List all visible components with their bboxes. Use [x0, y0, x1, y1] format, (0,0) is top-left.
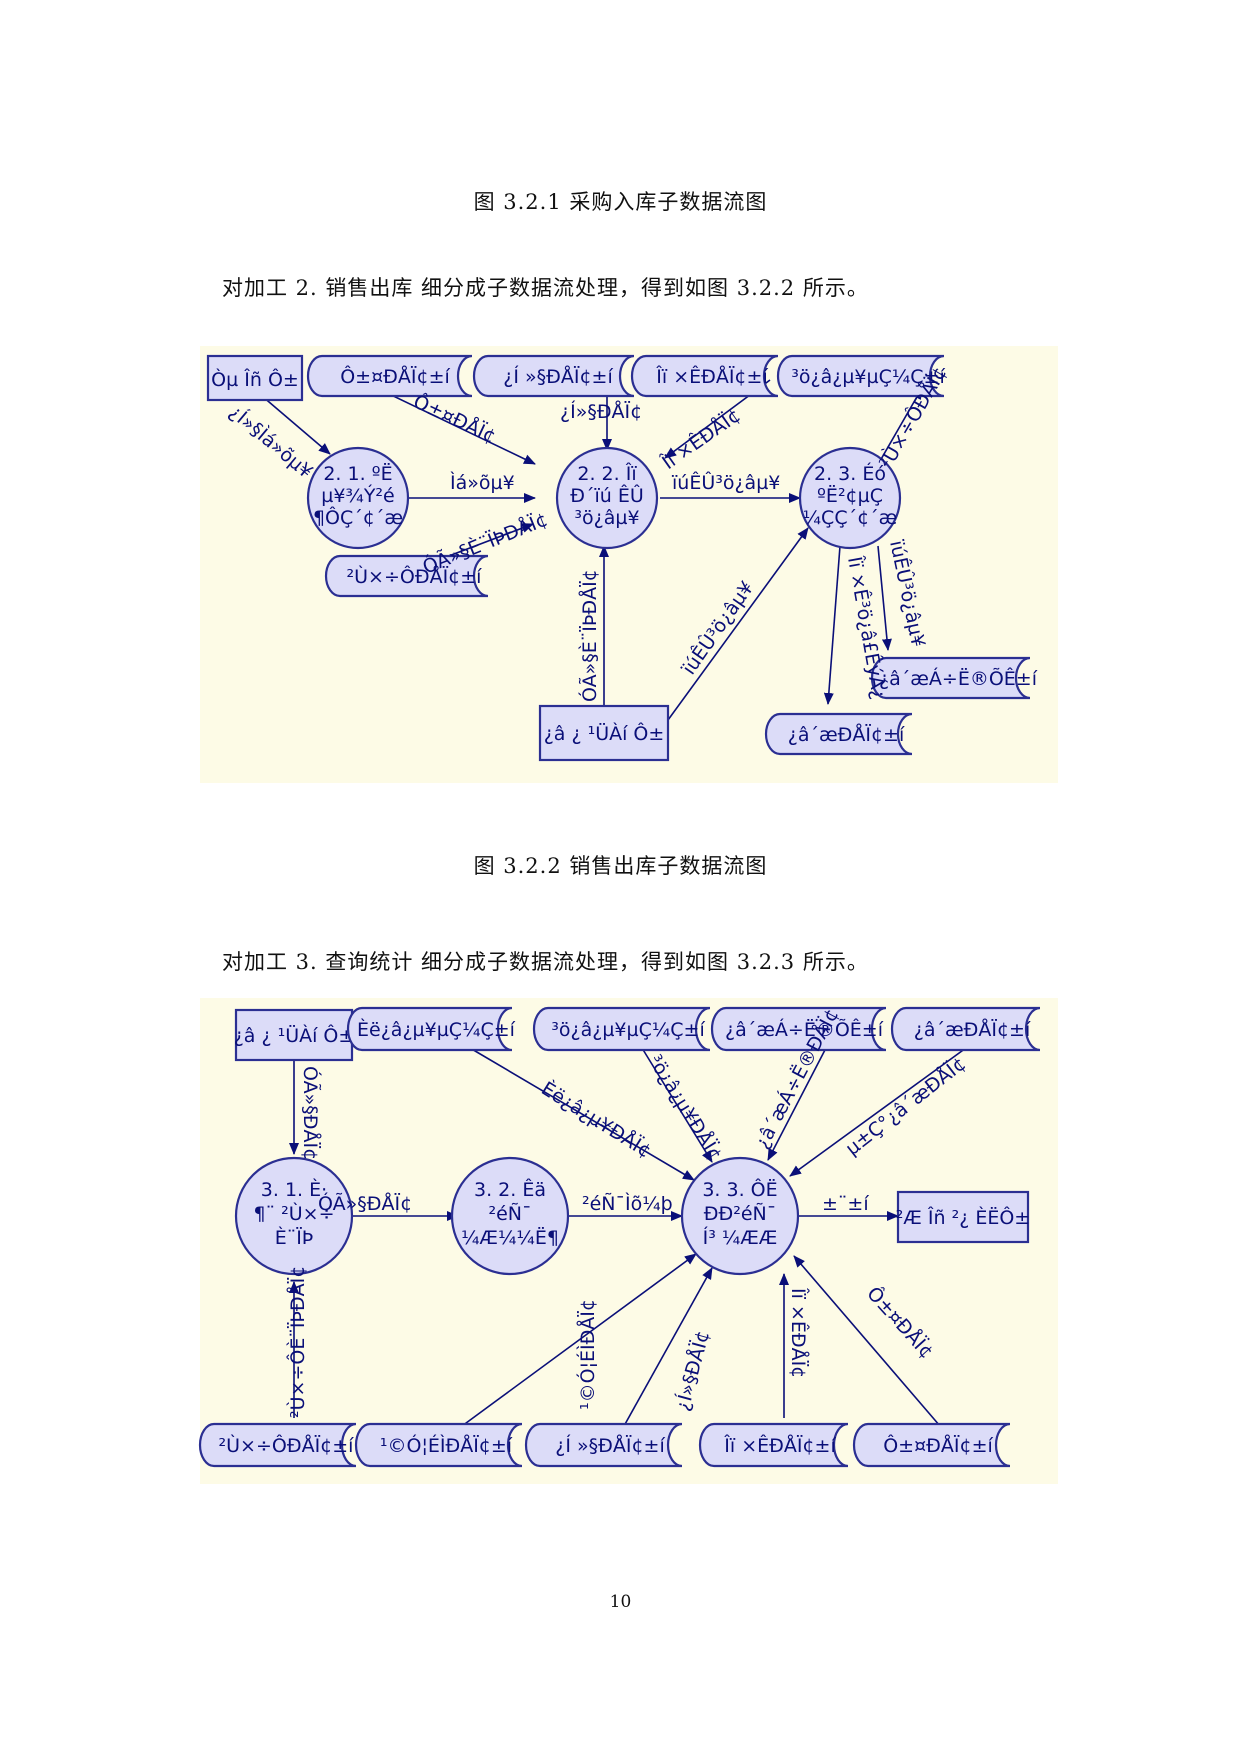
svg-text:ÓÃ»§ÐÅÏ¢: ÓÃ»§ÐÅÏ¢	[318, 1191, 412, 1215]
datastore-material-info: Îï ×ÊÐÅÏ¢±í	[698, 1422, 849, 1468]
datastore-staff-info: Ô±¤ÐÅÏ¢±í	[852, 1422, 1011, 1468]
dfd-diagram-3: ¿â ¿ ¹ÜÀí Ô± ²Æ Îñ ²¿ ÈËÔ± Èë¿â¿µ¥µÇ¼Ç±í…	[198, 1004, 1041, 1468]
svg-text:Ô±¤ÐÅÏ¢±í: Ô±¤ÐÅÏ¢±í	[340, 364, 450, 388]
svg-text:¶¨ ²Ù×÷: ¶¨ ²Ù×÷	[254, 1201, 335, 1225]
process-2-2: 2. 2. Îï Ð´ïú ÊÛ ³ö¿âµ¥	[555, 446, 659, 550]
svg-text:Ô±¤ÐÅÏ¢±í: Ô±¤ÐÅÏ¢±í	[883, 1433, 993, 1457]
datastore-staff-info: Ô±¤ÐÅÏ¢±í	[306, 354, 473, 398]
svg-text:Îï ×ÊÐÅÏ¢: Îï ×ÊÐÅÏ¢	[657, 403, 745, 474]
external-entity-finance-staff: ²Æ Îñ ²¿ ÈËÔ±	[896, 1190, 1030, 1244]
svg-text:¿â´æÐÅÏ¢±í: ¿â´æÐÅÏ¢±í	[914, 1018, 1031, 1041]
svg-text:ïúÊÛ³ö¿âµ¥: ïúÊÛ³ö¿âµ¥	[671, 470, 780, 494]
svg-text:Îï ×ÊÐÅÏ¢±í: Îï ×ÊÐÅÏ¢±í	[723, 1434, 836, 1457]
svg-text:Í³ ¼ÆÆ: Í³ ¼ÆÆ	[703, 1226, 778, 1249]
figure-caption-3-2-2: 图 3.2.2 销售出库子数据流图	[473, 854, 768, 878]
svg-text:Ð´ïú ÊÛ: Ð´ïú ÊÛ	[570, 483, 644, 507]
process-3-1: 3. 1. È· ¶¨ ²Ù×÷ È¨ÏÞ	[234, 1156, 354, 1276]
process-2-1: 2. 1. ºË µ¥¾Ý²é ¶ÔÇ´¢´æ	[306, 446, 410, 550]
svg-text:ÓÃ»§ÐÅÏ¢: ÓÃ»§ÐÅÏ¢	[299, 1066, 323, 1160]
svg-text:²Æ Îñ ²¿ ÈËÔ±: ²Æ Îñ ²¿ ÈËÔ±	[896, 1205, 1030, 1229]
svg-text:¿â´æÐÅÏ¢±í: ¿â´æÐÅÏ¢±í	[788, 723, 905, 746]
process-3-2: 3. 2. Êä ²éÑ¯ ¼Æ¼¼Ë¶	[450, 1156, 570, 1276]
svg-text:¿Í »§ÐÅÏ¢±í: ¿Í »§ÐÅÏ¢±í	[503, 365, 613, 388]
svg-text:Èë¿â¿µ¥ÐÅÏ¢: Èë¿â¿µ¥ÐÅÏ¢	[537, 1077, 655, 1163]
datastore-stock-info: ¿â´æÐÅÏ¢±í	[764, 712, 913, 756]
svg-text:È¨ÏÞ: È¨ÏÞ	[275, 1226, 314, 1249]
svg-text:ÓÃ»§È¨ÏÞÐÅÏ¢: ÓÃ»§È¨ÏÞÐÅÏ¢	[419, 507, 551, 579]
datastore-customer-info: ¿Í »§ÐÅÏ¢±í	[524, 1422, 683, 1468]
svg-text:³ö¿âµ¥: ³ö¿âµ¥	[574, 507, 639, 529]
page-number: 10	[609, 1592, 632, 1612]
svg-text:³ö¿â¿µ¥ÐÅÏ¢: ³ö¿â¿µ¥ÐÅÏ¢	[644, 1050, 727, 1165]
figure-query-statistics-dfd: ¿â ¿ ¹ÜÀí Ô± ²Æ Îñ ²¿ ÈËÔ± Èë¿â¿µ¥µÇ¼Ç±í…	[198, 998, 1058, 1484]
svg-text:2. 2. Îï: 2. 2. Îï	[577, 462, 637, 485]
svg-text:Òµ Îñ Ô±: Òµ Îñ Ô±	[211, 367, 299, 391]
svg-text:3. 1. È·: 3. 1. È·	[261, 1178, 327, 1201]
svg-text:±¨±í: ±¨±í	[822, 1193, 869, 1215]
svg-text:²éÑ¯Ìõ¼þ: ²éÑ¯Ìõ¼þ	[582, 1192, 673, 1215]
svg-text:¼Æ¼¼Ë¶: ¼Æ¼¼Ë¶	[461, 1226, 559, 1249]
svg-text:¿Í»§Ìá»õµ¥: ¿Í»§Ìá»õµ¥	[225, 400, 318, 483]
svg-text:2. 1. ºË: 2. 1. ºË	[323, 462, 392, 485]
external-entity-warehouse-admin: ¿â ¿ ¹ÜÀí Ô±	[234, 1008, 355, 1062]
svg-text:2. 3. Éó: 2. 3. Éó	[814, 462, 886, 485]
svg-text:¿â´æÁ÷Ë®ÕÊ±í: ¿â´æÁ÷Ë®ÕÊ±í	[725, 1018, 884, 1041]
svg-text:²Ù×÷ÔÈ¨ÏÞÐÅÏ¢: ²Ù×÷ÔÈ¨ÏÞÐÅÏ¢	[285, 1266, 309, 1418]
datastore-stock-ledger: ¿â´æÁ÷Ë®ÕÊ±í	[870, 656, 1038, 700]
dfd-diagram-2: Òµ Îñ Ô± ¿â ¿ ¹ÜÀí Ô± Ô±¤ÐÅÏ¢±í ¿Í »§ÐÅÏ…	[206, 354, 1038, 762]
svg-text:²Ù×÷ÔÐÅÏ¢±í: ²Ù×÷ÔÐÅÏ¢±í	[347, 564, 483, 588]
svg-text:¿Í »§ÐÅÏ¢±í: ¿Í »§ÐÅÏ¢±í	[555, 1434, 665, 1457]
datastore-inbound-register: Èë¿â¿µ¥µÇ¼Ç±í	[346, 1006, 516, 1052]
paragraph-query-statistics: 对加工 3. 查询统计 细分成子数据流处理，得到如图 3.2.3 所示。	[222, 950, 869, 974]
svg-text:¿Í»§ÐÅÏ¢: ¿Í»§ÐÅÏ¢	[671, 1328, 715, 1413]
external-entity-warehouse-admin: ¿â ¿ ¹ÜÀí Ô±	[538, 704, 670, 762]
svg-text:µ±Ç°¿â´æÐÅÏ¢: µ±Ç°¿â´æÐÅÏ¢	[841, 1052, 970, 1160]
datastore-supplier-info: ¹©Ó¦ÉÌÐÅÏ¢±í	[354, 1422, 523, 1468]
edges	[289, 1047, 967, 1427]
svg-text:Îï ×ÊÐÅÏ¢: Îï ×ÊÐÅÏ¢	[787, 1287, 810, 1378]
svg-text:Ìá»õµ¥: Ìá»õµ¥	[450, 471, 515, 494]
svg-text:¿â ¿ ¹ÜÀí Ô±: ¿â ¿ ¹ÜÀí Ô±	[544, 721, 665, 745]
datastore-outbound-register: ³ö¿â¿µ¥µÇ¼Ç±í	[532, 1006, 711, 1052]
svg-text:¿Í»§ÐÅÏ¢: ¿Í»§ÐÅÏ¢	[560, 400, 642, 423]
svg-text:Ô±¤ÐÅÏ¢: Ô±¤ÐÅÏ¢	[410, 389, 500, 448]
datastore-operator-info: ²Ù×÷ÔÐÅÏ¢±í	[198, 1422, 357, 1468]
svg-text:Îï ×ÊÐÅÏ¢±í: Îï ×ÊÐÅÏ¢±í	[655, 365, 768, 388]
datastore-material-info: Îï ×ÊÐÅÏ¢±í	[630, 354, 779, 398]
svg-text:Èë¿â¿µ¥µÇ¼Ç±í: Èë¿â¿µ¥µÇ¼Ç±í	[357, 1018, 516, 1041]
external-entity-salesperson: Òµ Îñ Ô±	[206, 354, 304, 402]
svg-text:¿â ¿ ¹ÜÀí Ô±: ¿â ¿ ¹ÜÀí Ô±	[234, 1023, 355, 1047]
process-3-3: 3. 3. ÔË ÐÐ²éÑ¯ Í³ ¼ÆÆ	[680, 1156, 800, 1276]
svg-text:ÐÐ²éÑ¯: ÐÐ²éÑ¯	[704, 1202, 776, 1225]
svg-text:ºË²¢µÇ: ºË²¢µÇ	[817, 484, 883, 507]
svg-text:µ¥¾Ý²é: µ¥¾Ý²é	[321, 484, 395, 507]
svg-text:¿â´æÁ÷Ë®ÕÊ±í: ¿â´æÁ÷Ë®ÕÊ±í	[879, 667, 1038, 690]
svg-text:³ö¿â¿µ¥µÇ¼Ç±í: ³ö¿â¿µ¥µÇ¼Ç±í	[551, 1019, 705, 1041]
svg-text:3. 3. ÔË: 3. 3. ÔË	[702, 1177, 777, 1201]
svg-text:ÓÃ»§È¨ÏÞÐÅÏ¢: ÓÃ»§È¨ÏÞÐÅÏ¢	[577, 569, 601, 702]
svg-text:¼ÇÇ´¢´æ: ¼ÇÇ´¢´æ	[803, 507, 898, 529]
svg-text:Îï ×Ê³ö¿â£ÊýÁ¿: Îï ×Ê³ö¿â£ÊýÁ¿	[843, 554, 891, 701]
figure-caption-3-2-1: 图 3.2.1 采购入库子数据流图	[473, 190, 768, 214]
datastore-operator-info: ²Ù×÷ÔÐÅÏ¢±í	[324, 554, 489, 598]
svg-text:Ô±¤ÐÅÏ¢: Ô±¤ÐÅÏ¢	[862, 1281, 939, 1363]
svg-text:¶ÔÇ´¢´æ: ¶ÔÇ´¢´æ	[313, 505, 403, 529]
paragraph-sales-outbound: 对加工 2. 销售出库 细分成子数据流处理，得到如图 3.2.2 所示。	[222, 276, 869, 300]
datastore-stock-ledger: ¿â´æÁ÷Ë®ÕÊ±í	[710, 1006, 887, 1052]
figure-sales-outbound-dfd: Òµ Îñ Ô± ¿â ¿ ¹ÜÀí Ô± Ô±¤ÐÅÏ¢±í ¿Í »§ÐÅÏ…	[200, 346, 1058, 783]
datastore-customer-info: ¿Í »§ÐÅÏ¢±í	[472, 354, 635, 398]
svg-text:²éÑ¯: ²éÑ¯	[488, 1202, 531, 1225]
svg-text:³ö¿â¿µ¥µÇ¼Ç±í: ³ö¿â¿µ¥µÇ¼Ç±í	[791, 366, 945, 388]
flow-labels: ÓÃ»§ÐÅÏ¢ ÓÃ»§ÐÅÏ¢ ²éÑ¯Ìõ¼þ Èë¿â¿µ¥ÐÅÏ¢ ³…	[285, 1004, 970, 1418]
svg-text:¹©Ó¦ÉÌÐÅÏ¢±í: ¹©Ó¦ÉÌÐÅÏ¢±í	[380, 1433, 513, 1457]
process-2-3: 2. 3. Éó ºË²¢µÇ ¼ÇÇ´¢´æ	[798, 446, 902, 550]
svg-text:ïúÊÛ³ö¿âµ¥: ïúÊÛ³ö¿âµ¥	[885, 537, 931, 649]
svg-text:¹©Ó¦ÉÌÐÅÏ¢: ¹©Ó¦ÉÌÐÅÏ¢	[575, 1299, 599, 1410]
datastore-outbound-register: ³ö¿â¿µ¥µÇ¼Ç±í	[776, 354, 945, 398]
svg-text:3. 2. Êä: 3. 2. Êä	[474, 1178, 546, 1201]
datastore-stock-info: ¿â´æÐÅÏ¢±í	[890, 1006, 1041, 1052]
svg-text:ïúÊÛ³ö¿âµ¥: ïúÊÛ³ö¿âµ¥	[676, 576, 758, 679]
svg-text:²Ù×÷ÔÐÅÏ¢±í: ²Ù×÷ÔÐÅÏ¢±í	[219, 1433, 355, 1457]
